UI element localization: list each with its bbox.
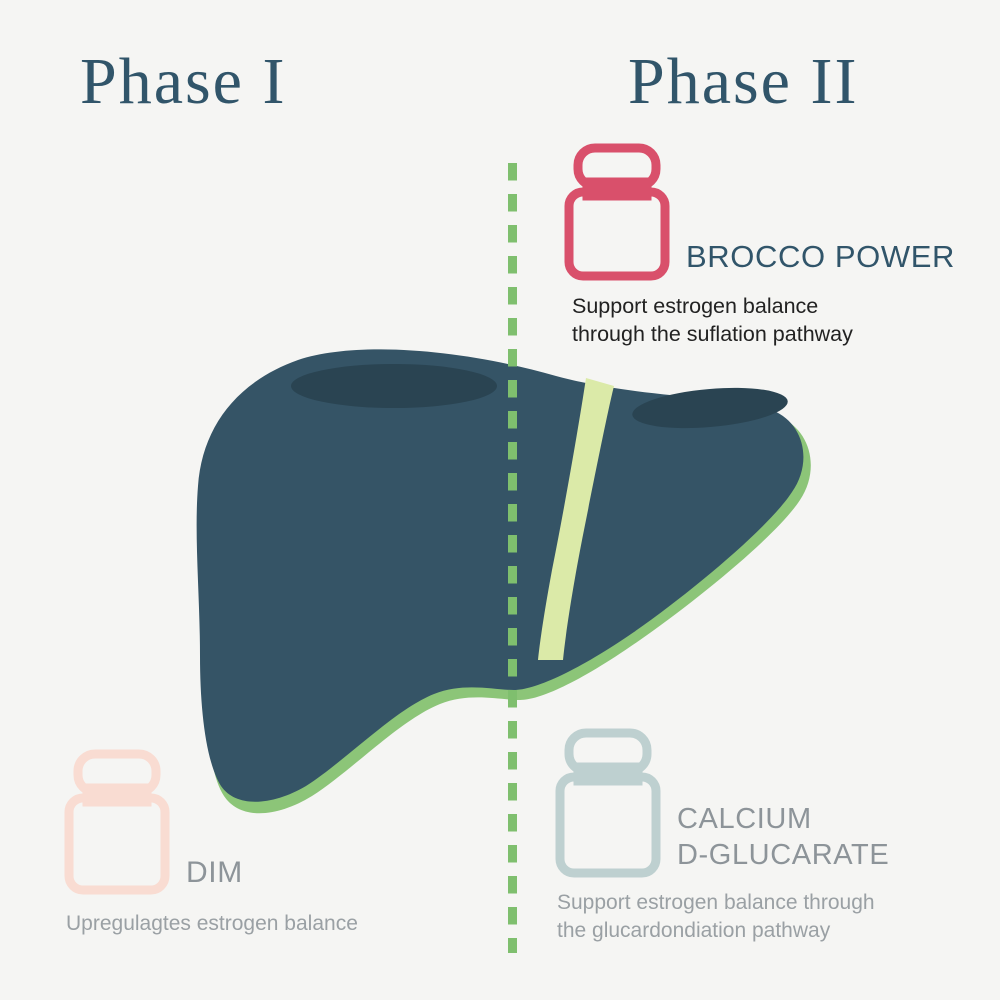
liver-right-vein xyxy=(632,387,788,429)
supplement-dim-name: DIM xyxy=(186,855,243,889)
pill-bottle-icon xyxy=(564,143,670,281)
phase-one-title: Phase I xyxy=(80,45,287,118)
supplement-dim-description: Upregulagtes estrogen balance xyxy=(66,912,358,935)
supplement-calcium-d-glucarate-name: CALCIUM D-GLUCARATE xyxy=(677,803,890,871)
supplement-dim[interactable]: DIM Upregulagtes estrogen balance xyxy=(62,748,358,938)
liver-body-shape xyxy=(196,349,804,802)
supplement-calcium-d-glucarate-row: CALCIUM D-GLUCARATE xyxy=(553,727,889,879)
supplement-brocco-power-name: BROCCO POWER xyxy=(686,239,955,275)
phase-two-title: Phase II xyxy=(628,45,859,118)
supplement-brocco-power-row: BROCCO POWER xyxy=(562,142,955,282)
supplement-brocco-power-description: Support estrogen balance through the suf… xyxy=(572,294,853,347)
pill-bottle-icon xyxy=(64,749,170,895)
phase-divider-dashed-line xyxy=(508,163,517,953)
liver-left-vein xyxy=(291,364,497,408)
pill-bottle-icon xyxy=(555,728,661,878)
supplement-calcium-d-glucarate-description: Support estrogen balance through the glu… xyxy=(557,891,875,942)
supplement-calcium-d-glucarate[interactable]: CALCIUM D-GLUCARATE Support estrogen bal… xyxy=(553,727,889,944)
supplement-brocco-power[interactable]: BROCCO POWER Support estrogen balance th… xyxy=(562,142,955,349)
supplement-dim-row: DIM xyxy=(62,748,358,896)
liver-fissure xyxy=(538,378,614,660)
